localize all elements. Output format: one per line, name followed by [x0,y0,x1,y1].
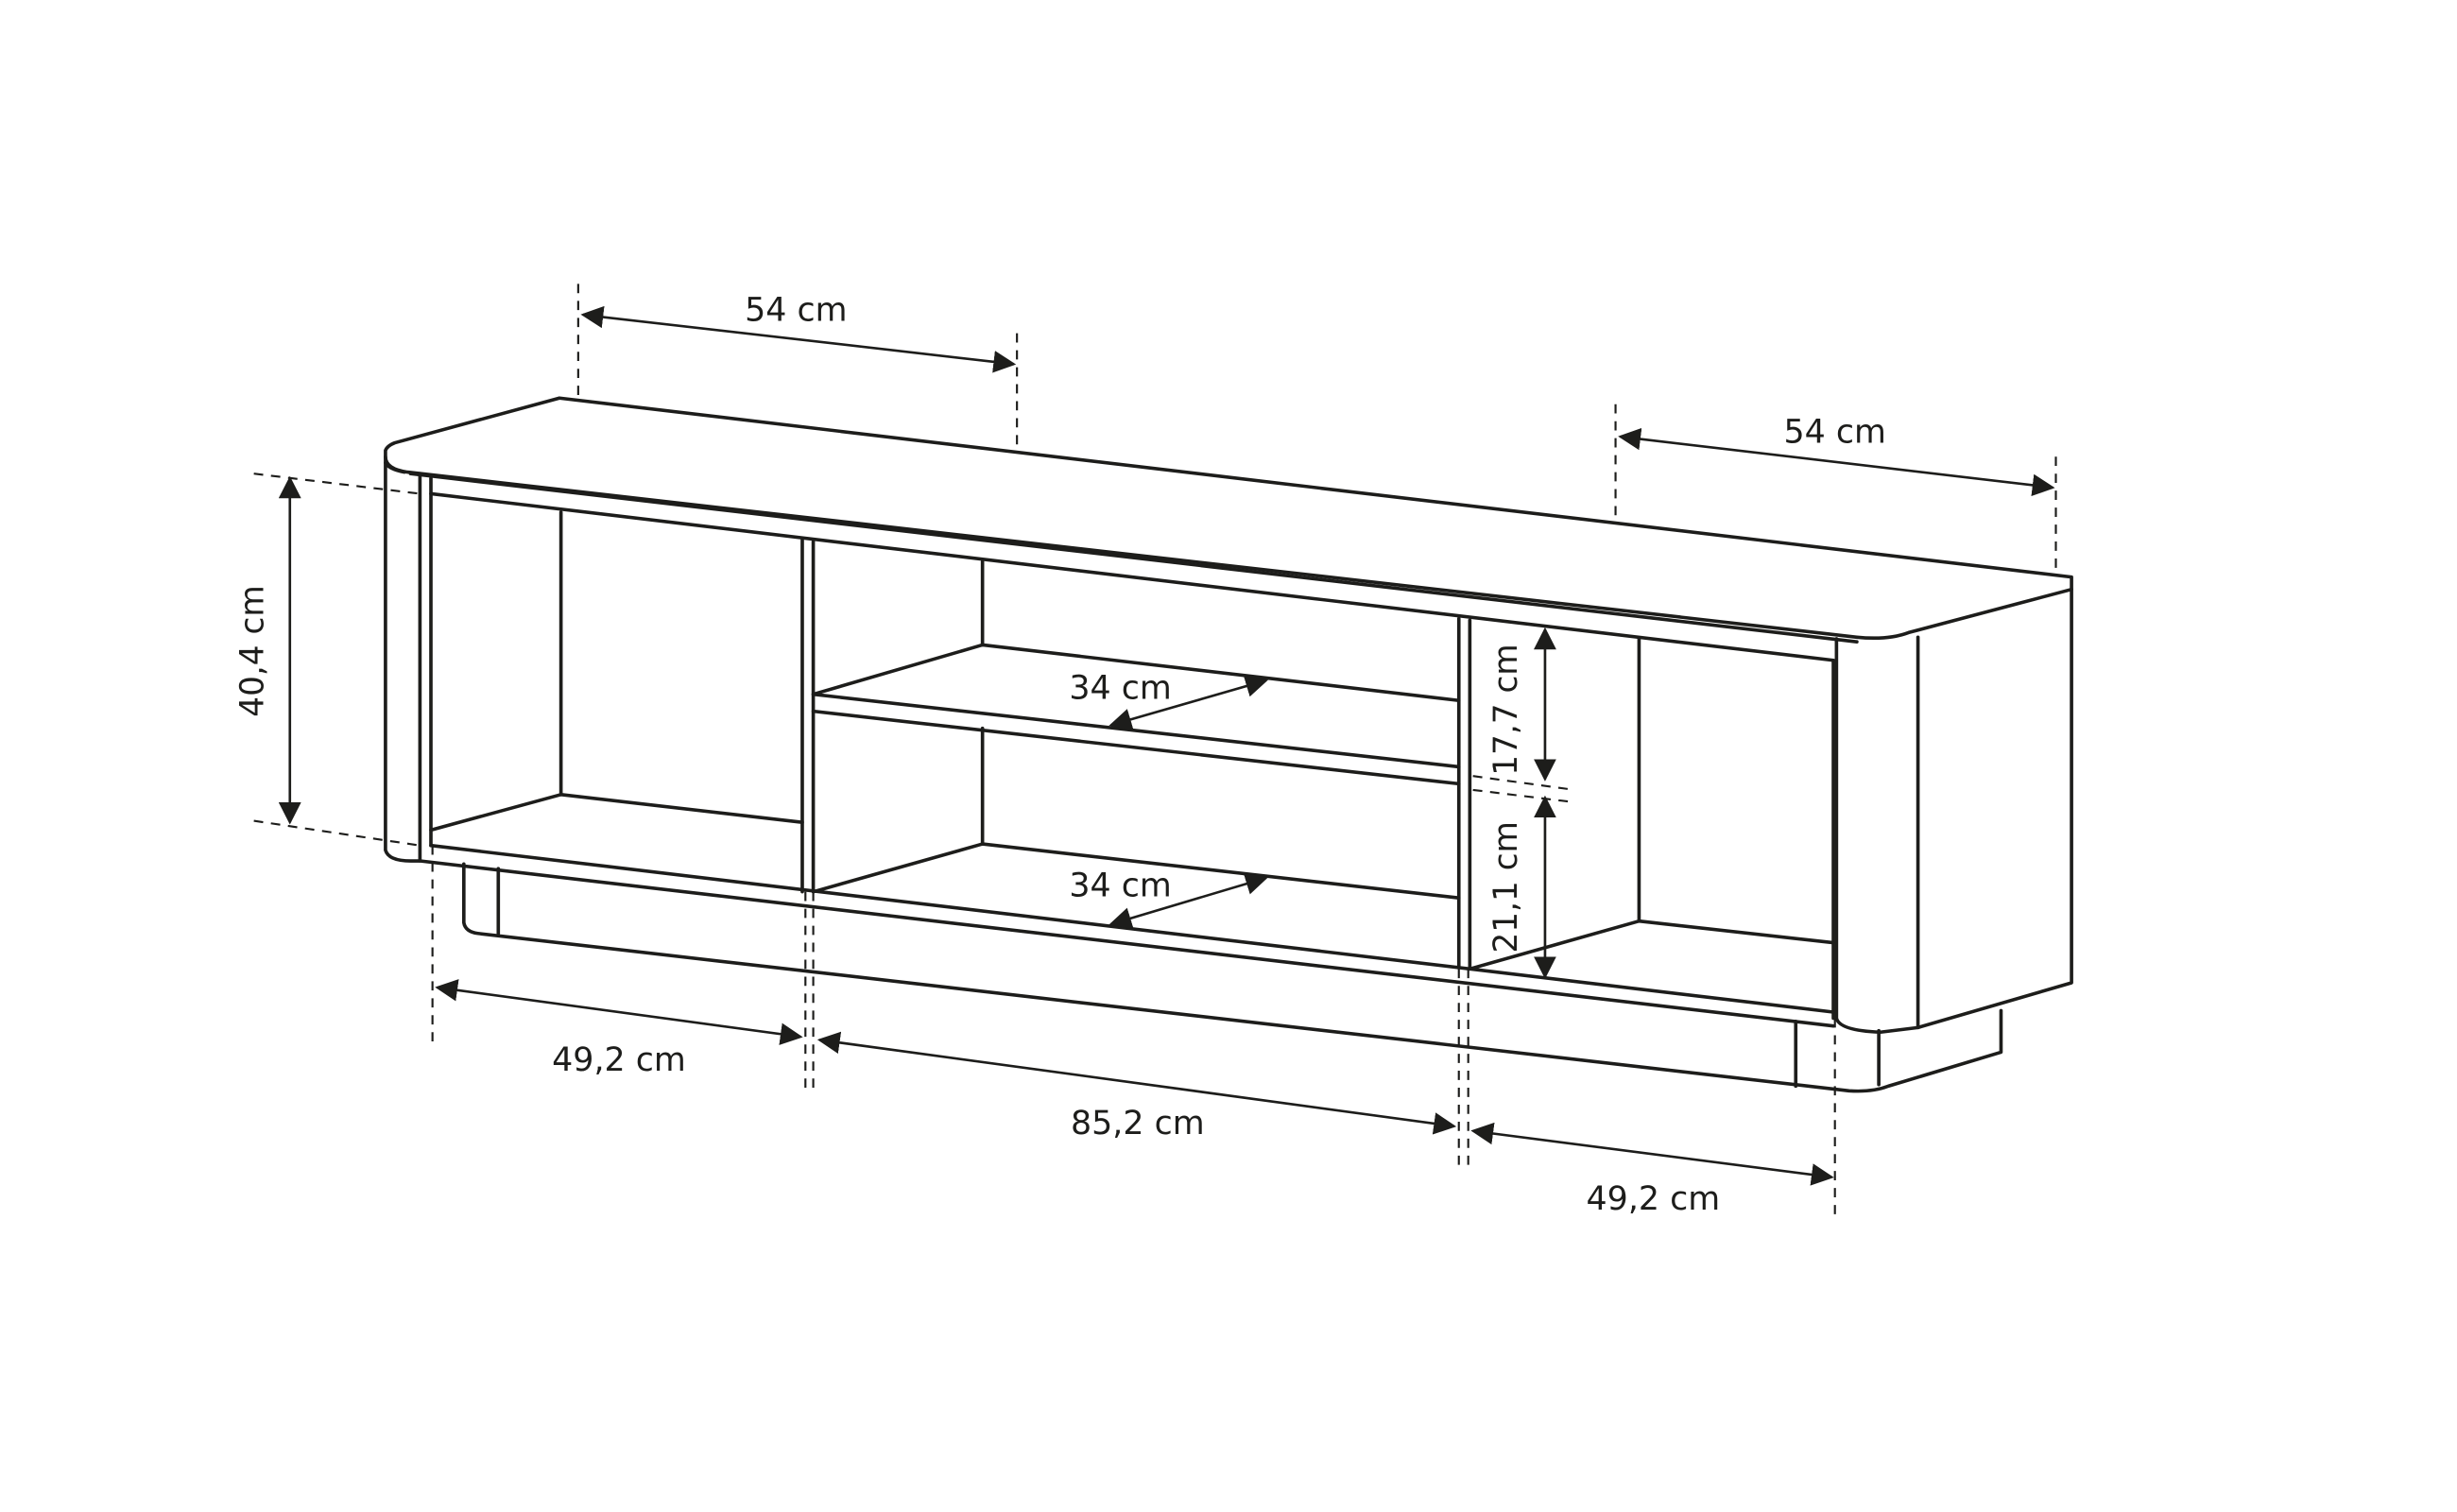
left-compartment [429,510,816,894]
front-bottom-edge [418,859,1835,1028]
upper-opening-height-label: 17,7 cm [1487,644,1525,775]
right-side-panel [1834,587,2073,1035]
center-width-label: 85,2 cm [1071,1105,1205,1143]
lower-opening-height-label: 21,1 cm [1487,821,1525,953]
top-left-depth-label: 54 cm [745,292,847,330]
extension-lines [253,284,2057,1219]
lower-shelf-depth-label: 34 cm [1069,868,1171,905]
height-label: 40,4 cm [233,585,271,716]
plinth [461,862,2003,1093]
right-compartment [1468,637,1835,1021]
left-side-panel [384,461,433,863]
top-right-depth-label: 54 cm [1783,414,1885,452]
right-width-label: 49,2 cm [1587,1180,1721,1218]
left-width-label: 49,2 cm [552,1041,686,1079]
front-top-rail [429,491,1835,662]
center-compartment [811,559,1472,971]
dimension-lines [278,305,2055,1186]
upper-shelf-depth-label: 34 cm [1069,670,1171,708]
